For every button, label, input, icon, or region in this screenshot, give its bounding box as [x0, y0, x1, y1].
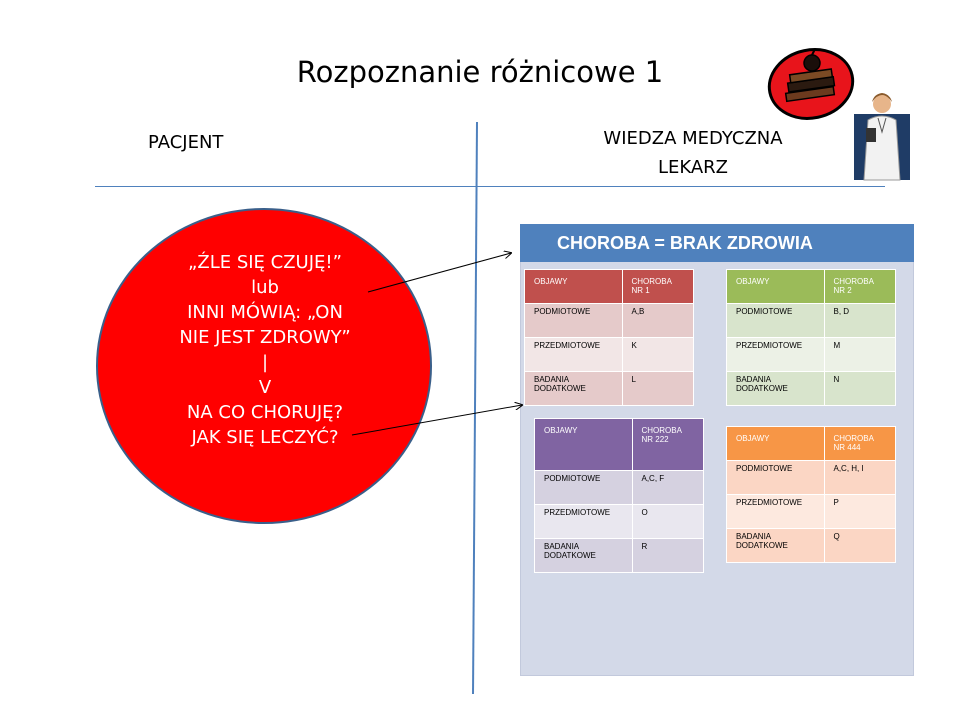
- table-header-cell: OBJAWY: [524, 269, 623, 304]
- circle-line: V: [258, 377, 272, 398]
- table-cell: K: [621, 337, 694, 372]
- circle-line: |: [261, 352, 269, 373]
- table-cell: PODMIOTOWE: [726, 460, 825, 495]
- table-header-cell: CHOROBA NR 444: [823, 426, 896, 461]
- patient-statement: „ŹLE SIĘ CZUJĘ!” lub INNI MÓWIĄ: „ON NIE…: [110, 250, 420, 450]
- table-cell: A,C, H, I: [823, 460, 896, 495]
- table-cell: A,C, F: [631, 470, 704, 505]
- table-header-cell: OBJAWY: [726, 269, 825, 304]
- circle-line: lub: [251, 277, 279, 298]
- table-header-cell: CHOROBA NR 2: [823, 269, 896, 304]
- table-cell: L: [621, 371, 694, 406]
- doctor-line: LEKARZ: [657, 157, 729, 178]
- circle-line: JAK SIĘ LECZYĆ?: [191, 427, 339, 448]
- page-title: Rozpoznanie różnicowe 1: [296, 55, 664, 89]
- table-cell: PRZEDMIOTOWE: [534, 504, 633, 539]
- table-cell: BADANIA DODATKOWE: [524, 371, 623, 406]
- medical-knowledge-line: WIEDZA MEDYCZNA: [603, 128, 783, 149]
- circle-line: NIE JEST ZDROWY”: [179, 327, 351, 348]
- table-cell: BADANIA DODATKOWE: [726, 528, 825, 563]
- table-cell: BADANIA DODATKOWE: [534, 538, 633, 573]
- table-header-cell: OBJAWY: [534, 418, 633, 471]
- patient-heading: PACJENT: [148, 132, 224, 153]
- medical-knowledge-heading: WIEDZA MEDYCZNA LEKARZ: [580, 124, 806, 182]
- arrow-to-panel: [367, 253, 511, 293]
- doctor-icon: [854, 93, 910, 181]
- table-cell: B, D: [823, 303, 896, 338]
- table-header-cell: CHOROBA NR 222: [631, 418, 704, 471]
- horizontal-divider: [95, 186, 885, 187]
- table-cell: R: [631, 538, 704, 573]
- table-cell: BADANIA DODATKOWE: [726, 371, 825, 406]
- table-cell: P: [823, 494, 896, 529]
- disease-panel-title: CHOROBA = BRAK ZDROWIA: [520, 224, 914, 262]
- table-cell: O: [631, 504, 704, 539]
- table-cell: PRZEDMIOTOWE: [726, 337, 825, 372]
- table-cell: Q: [823, 528, 896, 563]
- table-cell: PRZEDMIOTOWE: [726, 494, 825, 529]
- arrow-to-tables: [351, 405, 522, 436]
- table-cell: N: [823, 371, 896, 406]
- circle-line: INNI MÓWIĄ: „ON: [187, 302, 343, 323]
- table-cell: PRZEDMIOTOWE: [524, 337, 623, 372]
- books-apple-icon: [767, 48, 855, 120]
- circle-line: NA CO CHORUJĘ?: [186, 402, 344, 423]
- table-header-cell: CHOROBA NR 1: [621, 269, 694, 304]
- circle-line: „ŹLE SIĘ CZUJĘ!”: [188, 252, 342, 273]
- table-cell: PODMIOTOWE: [534, 470, 633, 505]
- table-cell: PODMIOTOWE: [524, 303, 623, 338]
- patient-circle: [96, 208, 432, 524]
